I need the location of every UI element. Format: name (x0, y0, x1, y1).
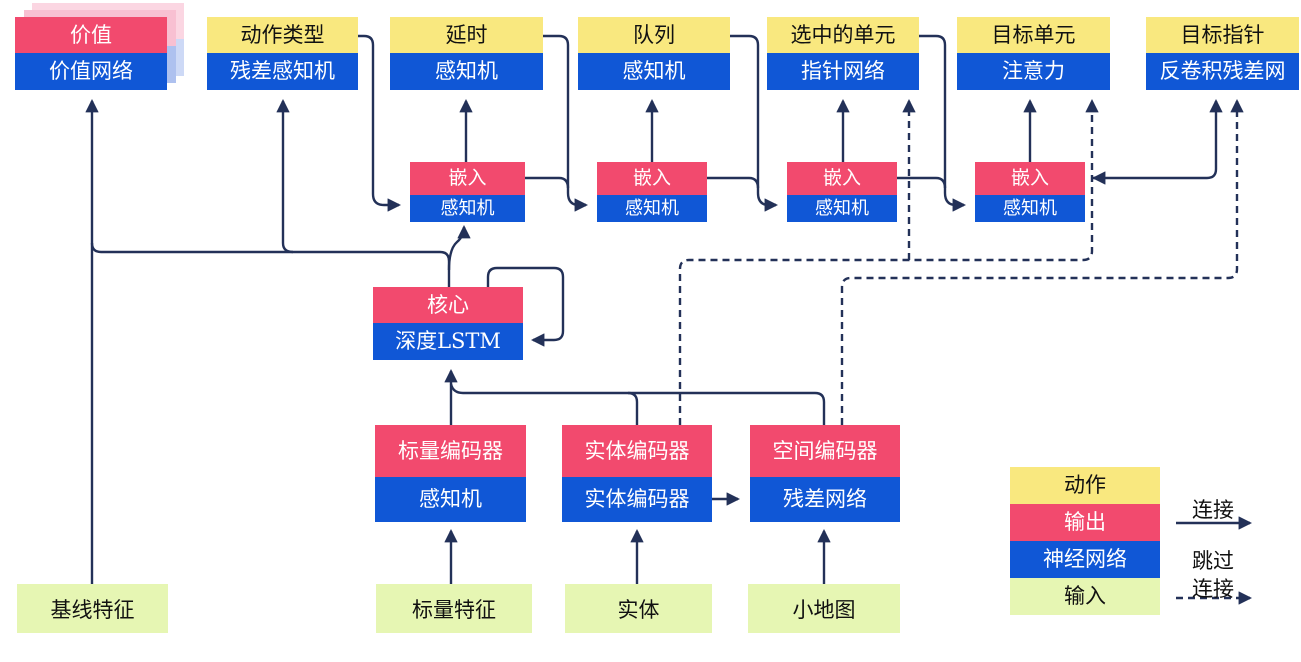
encoder-scalar: 标量编码器 感知机 (375, 425, 526, 522)
embed-4-output: 嵌入 (975, 162, 1085, 195)
head-delay-action: 延时 (390, 17, 543, 53)
edge-spatialenc-bus (449, 383, 826, 425)
head-value-network: 价值网络 (15, 53, 167, 90)
embed-3-output: 嵌入 (787, 162, 897, 195)
core-output: 核心 (373, 287, 523, 323)
head-delay-network: 感知机 (390, 53, 543, 90)
head-target-unit-action: 目标单元 (957, 17, 1110, 53)
edge-core-to-embed1 (447, 224, 471, 271)
legend-action-swatch: 动作 (1010, 467, 1160, 504)
head-selected-units-action: 选中的单元 (767, 17, 919, 53)
head-selected-units: 选中的单元 指针网络 (767, 17, 919, 90)
edge-embed3-to-embed4 (897, 176, 947, 189)
embed-4: 嵌入 感知机 (975, 162, 1085, 222)
edge-core-bus-left (90, 242, 451, 287)
embed-3-network: 感知机 (787, 195, 897, 222)
input-entities: 实体 (565, 584, 712, 633)
head-target-pointer-action: 目标指针 (1146, 17, 1299, 53)
head-target-pointer: 目标指针 反卷积残差网 (1146, 17, 1299, 90)
edge-selected-to-embed4 (919, 34, 967, 212)
legend-connect-label: 连接 (1192, 498, 1234, 522)
legend-skip-label-top: 跳过 (1192, 549, 1234, 573)
head-queue-action: 队列 (578, 17, 730, 53)
edge-entityenc-bus (627, 391, 639, 425)
head-queue: 队列 感知机 (578, 17, 730, 90)
head-action-type: 动作类型 残差感知机 (207, 17, 358, 90)
head-value-output: 价值 (15, 17, 167, 53)
embed-1-network: 感知机 (410, 195, 525, 222)
edge-embed2-to-embed3 (707, 176, 760, 189)
embed-2-network: 感知机 (597, 195, 707, 222)
head-target-pointer-network: 反卷积残差网 (1146, 53, 1299, 90)
legend-skip-label-bottom: 连接 (1192, 577, 1234, 601)
embed-4-network: 感知机 (975, 195, 1085, 222)
edge-core-selfloop (486, 266, 565, 347)
legend-output-swatch: 输出 (1010, 504, 1160, 541)
legend-network-swatch: 神经网络 (1010, 541, 1160, 578)
input-minimap: 小地图 (748, 584, 900, 633)
edge-queue-to-embed3 (730, 34, 779, 212)
head-action-type-action: 动作类型 (207, 17, 358, 53)
encoder-spatial-output: 空间编码器 (750, 425, 900, 477)
legend-input-swatch: 输入 (1010, 578, 1160, 615)
head-target-unit: 目标单元 注意力 (957, 17, 1110, 90)
skip-spatial-to-deconv (840, 98, 1244, 425)
head-target-unit-network: 注意力 (957, 53, 1110, 90)
encoder-scalar-network: 感知机 (375, 477, 526, 522)
edge-embed1-to-embed2 (525, 176, 570, 189)
input-baseline-features: 基线特征 (17, 584, 168, 633)
encoder-scalar-output: 标量编码器 (375, 425, 526, 477)
encoder-entity-network: 实体编码器 (562, 477, 712, 522)
edge-embed4-to-target-pointer (1091, 98, 1223, 180)
head-action-type-network: 残差感知机 (207, 53, 358, 90)
embed-1: 嵌入 感知机 (410, 162, 525, 222)
encoder-entity: 实体编码器 实体编码器 (562, 425, 712, 522)
skip-entity-to-attention (678, 98, 1099, 425)
encoder-spatial: 空间编码器 残差网络 (750, 425, 900, 522)
edge-delay-to-embed2 (543, 34, 589, 212)
edge-actiontype-to-embed1 (358, 34, 402, 212)
head-selected-units-network: 指针网络 (767, 53, 919, 90)
legend-swatch-stack: 动作 输出 神经网络 输入 (1010, 467, 1160, 615)
embed-2-output: 嵌入 (597, 162, 707, 195)
edge-core-to-actiontype (276, 98, 294, 254)
input-scalar-features: 标量特征 (376, 584, 532, 633)
head-queue-network: 感知机 (578, 53, 730, 90)
embed-2: 嵌入 感知机 (597, 162, 707, 222)
core: 核心 深度LSTM (373, 287, 523, 360)
head-delay: 延时 感知机 (390, 17, 543, 90)
core-network: 深度LSTM (373, 323, 523, 360)
embed-1-output: 嵌入 (410, 162, 525, 195)
encoder-entity-output: 实体编码器 (562, 425, 712, 477)
encoder-spatial-network: 残差网络 (750, 477, 900, 522)
head-value: 价值 价值网络 (15, 17, 167, 90)
embed-3: 嵌入 感知机 (787, 162, 897, 222)
